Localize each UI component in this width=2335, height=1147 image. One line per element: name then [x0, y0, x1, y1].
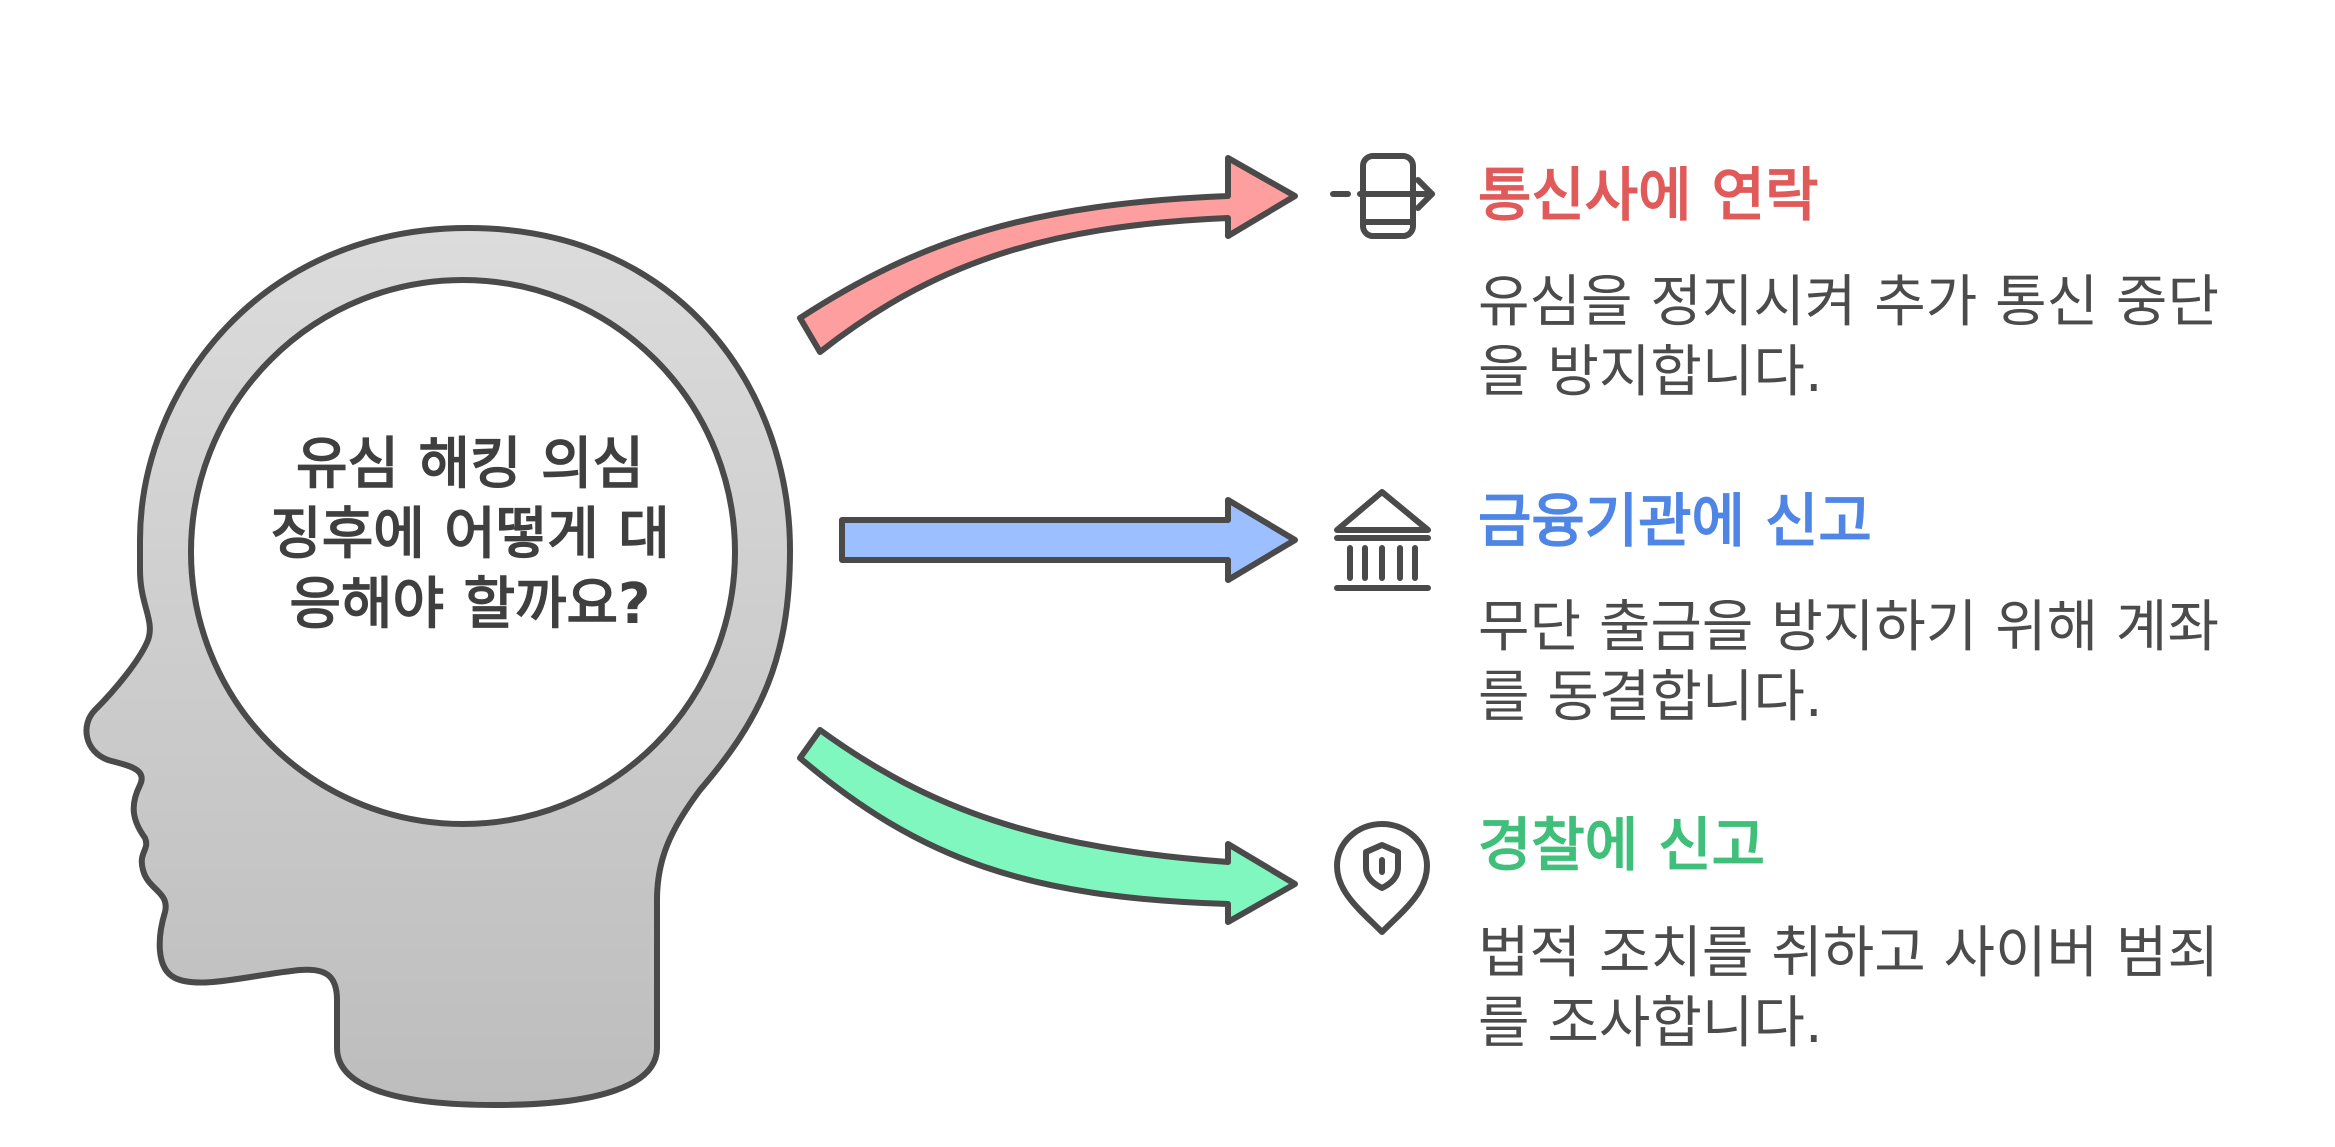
- phone-exit-icon: [1333, 156, 1432, 236]
- center-question-line-2: 징후에 어떻게 대: [220, 500, 720, 570]
- center-question-line-1: 유심 해킹 의심: [220, 430, 720, 500]
- center-question-line-3: 응해야 할까요?: [220, 570, 720, 640]
- item-1-title: 통신사에 연락: [1478, 160, 1818, 230]
- item-3-desc-line-2: 를 조사합니다.: [1478, 989, 2298, 1059]
- item-2-description: 무단 출금을 방지하기 위해 계좌 를 동결합니다.: [1478, 593, 2298, 733]
- item-1-desc-line-1: 유심을 정지시켜 추가 통신 중단: [1478, 268, 2298, 338]
- police-badge-pin-icon: [1337, 824, 1427, 932]
- arrow-3: [800, 730, 1295, 922]
- center-question: 유심 해킹 의심 징후에 어떻게 대 응해야 할까요?: [220, 430, 720, 640]
- arrow-2: [842, 500, 1295, 580]
- item-1-description: 유심을 정지시켜 추가 통신 중단 을 방지합니다.: [1478, 268, 2298, 408]
- item-2-desc-line-1: 무단 출금을 방지하기 위해 계좌: [1478, 593, 2298, 663]
- item-3-desc-line-1: 법적 조치를 취하고 사이버 범죄: [1478, 919, 2298, 989]
- item-1-desc-line-2: 을 방지합니다.: [1478, 338, 2298, 408]
- bank-icon: [1337, 492, 1428, 588]
- item-3-title: 경찰에 신고: [1478, 810, 1765, 880]
- arrow-1: [800, 158, 1295, 352]
- item-3-description: 법적 조치를 취하고 사이버 범죄 를 조사합니다.: [1478, 919, 2298, 1059]
- item-2-desc-line-2: 를 동결합니다.: [1478, 663, 2298, 733]
- item-2-title: 금융기관에 신고: [1478, 486, 1872, 556]
